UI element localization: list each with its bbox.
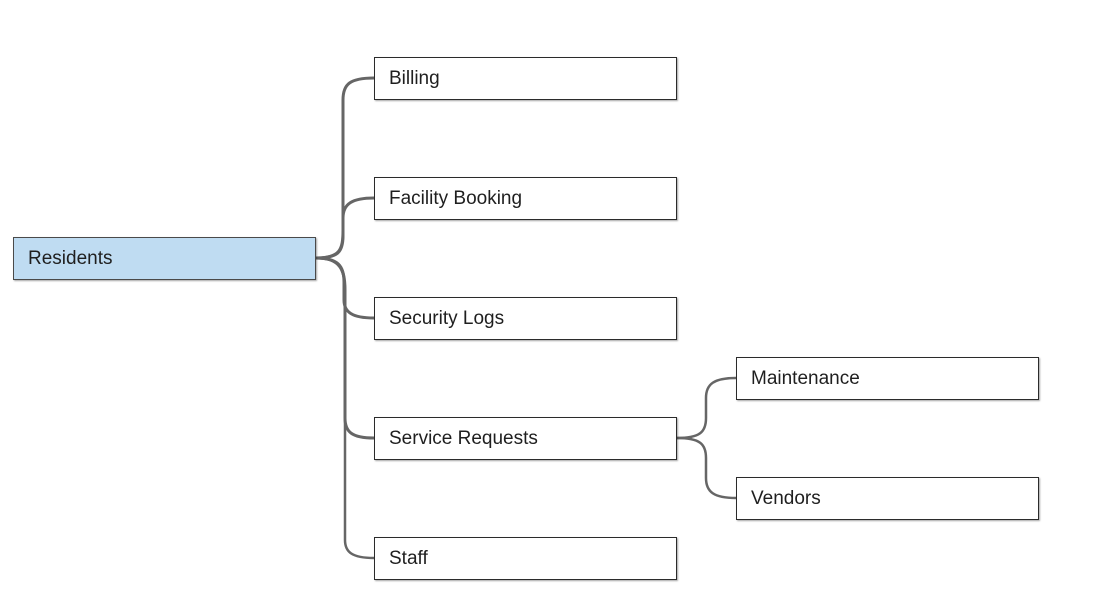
node-label: Service Requests [389,427,538,449]
node-facility-booking[interactable]: Facility Booking [374,177,677,220]
connector-service-maintenance [675,376,738,440]
node-label: Facility Booking [389,187,523,209]
node-label: Staff [389,547,428,569]
node-label: Security Logs [389,307,505,329]
node-label: Vendors [751,487,821,509]
connector-service-vendors [675,436,738,500]
node-label: Residents [28,247,113,269]
connector-residents-staff [314,256,376,560]
node-staff[interactable]: Staff [374,537,677,580]
node-label: Billing [389,67,440,89]
node-label: Maintenance [751,367,860,389]
node-billing[interactable]: Billing [374,57,677,100]
node-vendors[interactable]: Vendors [736,477,1039,520]
connector-residents-facility [314,196,376,260]
node-maintenance[interactable]: Maintenance [736,357,1039,400]
node-service-requests[interactable]: Service Requests [374,417,677,460]
node-security-logs[interactable]: Security Logs [374,297,677,340]
node-residents[interactable]: Residents [13,237,316,280]
connector-residents-billing [314,76,376,260]
